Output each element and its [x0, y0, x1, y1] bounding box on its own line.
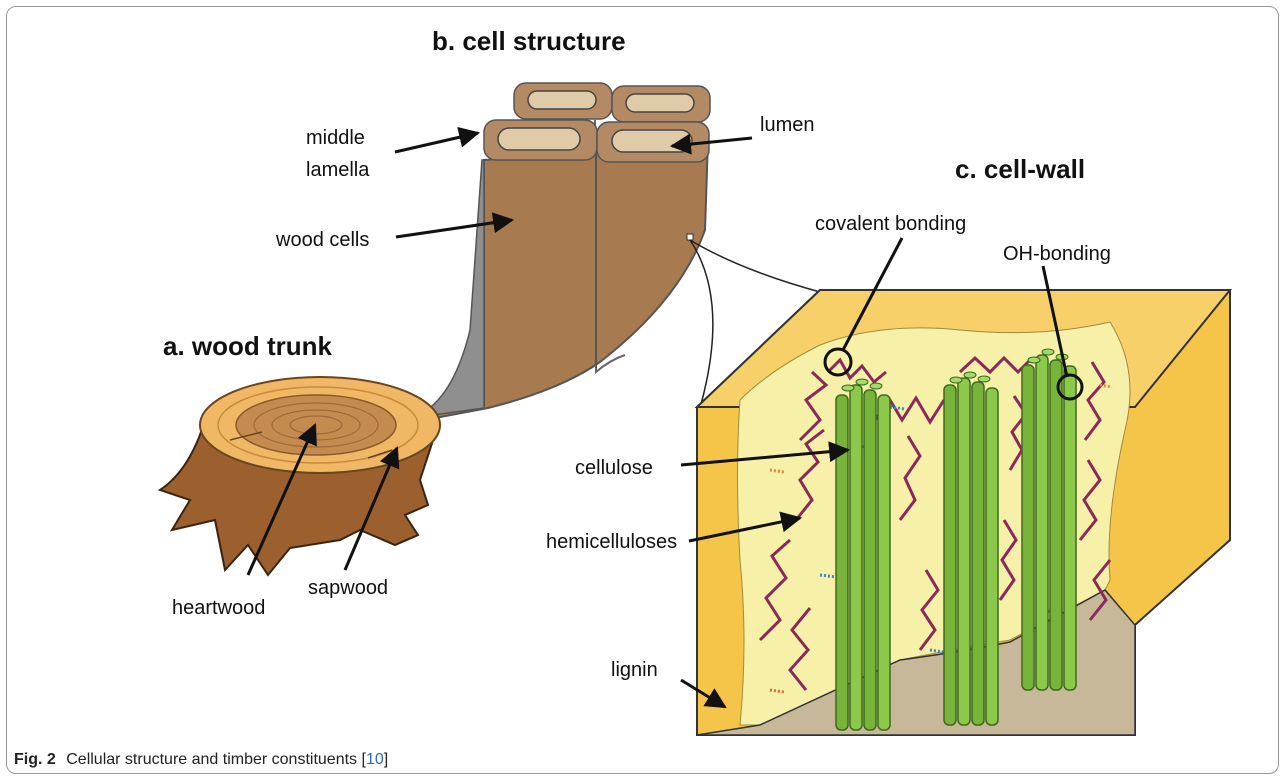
label-covalent-bonding: covalent bonding	[815, 213, 966, 235]
lumen-front-right	[612, 130, 692, 152]
wood-structure-diagram: b. cell structure c. cell-wall a. wood t…	[0, 0, 1287, 745]
label-lumen: lumen	[760, 114, 814, 136]
label-cellulose: cellulose	[575, 457, 653, 479]
label-wood-cells: wood cells	[275, 229, 369, 251]
heartwood-core	[236, 395, 396, 455]
label-lignin: lignin	[611, 659, 658, 681]
figure-caption: Fig. 2 Cellular structure and timber con…	[14, 751, 388, 769]
label-lamella: lamella	[306, 159, 370, 181]
label-sapwood: sapwood	[308, 577, 388, 599]
lumen-back-right	[626, 94, 694, 112]
wood-trunk-group	[160, 377, 440, 575]
lumen-front-left	[498, 128, 580, 150]
caption-ref-close: ]	[384, 751, 388, 768]
caption-fig-number: Fig. 2	[14, 751, 56, 768]
label-middle: middle	[306, 127, 365, 149]
title-cell-structure: b. cell structure	[432, 26, 626, 56]
label-oh-bonding: OH-bonding	[1003, 243, 1111, 265]
caption-reference-link[interactable]: 10	[366, 751, 384, 768]
title-cell-wall: c. cell-wall	[955, 154, 1085, 184]
label-hemicelluloses: hemicelluloses	[546, 531, 677, 553]
lumen-back-left	[528, 91, 596, 109]
title-wood-trunk: a. wood trunk	[163, 331, 333, 361]
cell-structure-group	[408, 83, 710, 422]
caption-text: Cellular structure and timber constituen…	[66, 751, 357, 768]
label-heartwood: heartwood	[172, 597, 265, 619]
